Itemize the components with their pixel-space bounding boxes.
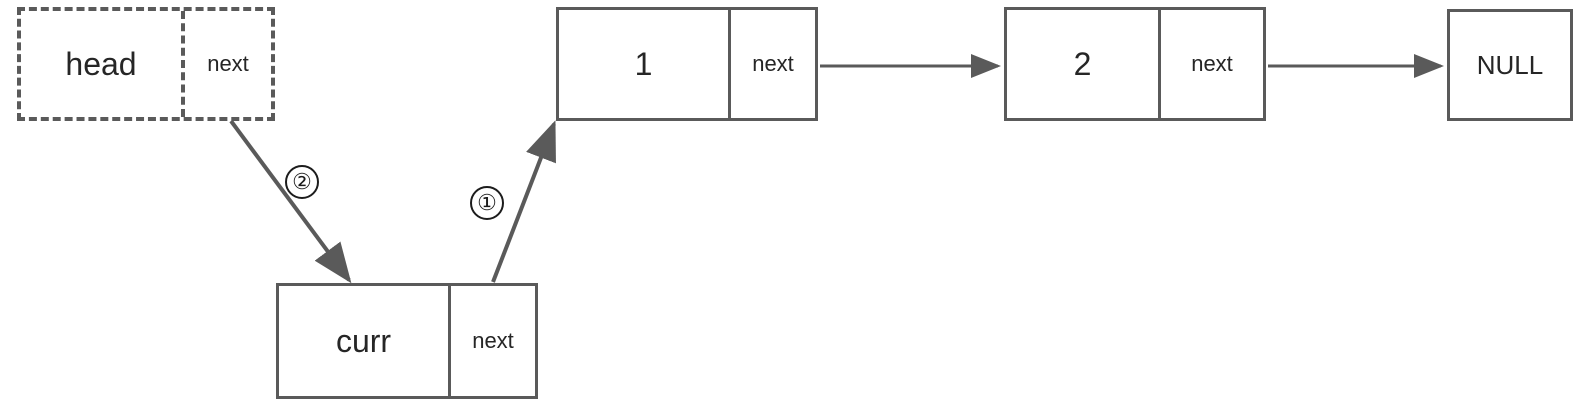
node-head-value: head (65, 45, 137, 82)
node-2-next-pointer: next (1158, 10, 1263, 118)
node-head-next-pointer: next (181, 11, 271, 117)
null-terminator-label: NULL (1476, 49, 1544, 80)
node-1: 1 next (556, 7, 818, 121)
node-2: 2 next (1004, 7, 1266, 121)
node-curr: curr next (276, 283, 538, 399)
step-badge-1: ① (470, 186, 504, 220)
node-head: head next (17, 7, 275, 121)
node-curr-value: curr (335, 322, 392, 359)
arrow-step-2-head-next-to-curr (229, 119, 352, 284)
node-1-value: 1 (634, 45, 653, 82)
step-badge-2: ② (285, 165, 319, 199)
node-curr-next-pointer: next (448, 286, 535, 396)
node-1-next-pointer: next (728, 10, 815, 118)
node-2-value: 2 (1073, 45, 1092, 82)
null-terminator-node: NULL (1447, 9, 1573, 121)
